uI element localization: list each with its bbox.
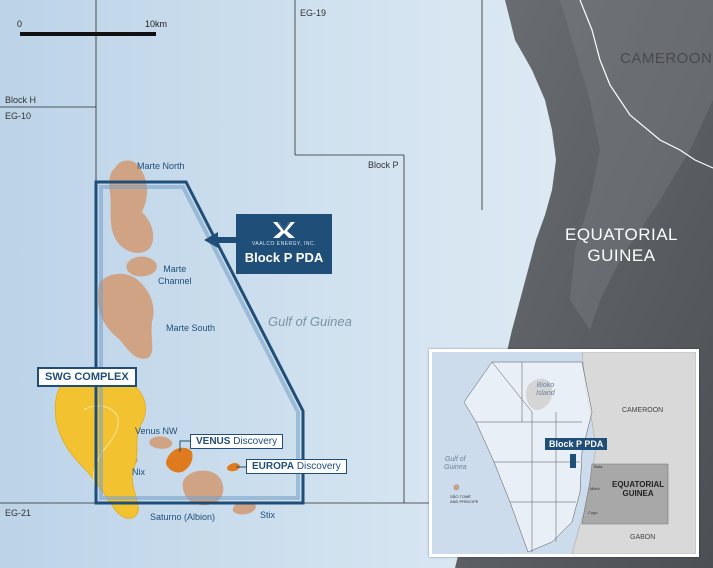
sea-label: Gulf of Guinea xyxy=(268,314,352,329)
field-label-saturno: Saturno (Albion) xyxy=(150,512,216,522)
europa-name: EUROPA xyxy=(252,461,295,472)
inset-eq-guinea-mainland xyxy=(581,463,669,525)
pda-company-name: VAALCO ENERGY, INC. xyxy=(251,241,317,247)
inset-label-gabon: GABON xyxy=(630,534,656,541)
country-label-equatorial-guinea: EQUATORIAL GUINEA xyxy=(565,225,679,265)
field-small-1 xyxy=(126,187,136,197)
block-label-eg19: EG-19 xyxy=(300,8,327,18)
discovery-europa xyxy=(226,463,240,472)
country-label-cameroon: CAMEROON xyxy=(620,50,713,67)
pda-title: Block P PDA xyxy=(244,250,324,265)
inset-map: Bioko Island CAMEROON Gulf of Guinea SÃO… xyxy=(429,349,699,557)
block-label-eg21: EG-21 xyxy=(5,508,32,518)
oil-fields xyxy=(98,160,256,515)
venus-suffix: Discovery xyxy=(230,436,278,447)
land-highlight xyxy=(560,0,713,330)
scale-bar xyxy=(20,32,156,36)
inset-label-sao-tome: SÃO TOMÉ AND PRÍNCIPE xyxy=(450,494,479,504)
inset-label-cameroon: CAMEROON xyxy=(622,407,664,414)
inset-pda-marker xyxy=(570,454,576,468)
europa-suffix: Discovery xyxy=(294,461,341,472)
field-stix xyxy=(232,501,256,515)
inset-sao-tome xyxy=(453,484,460,491)
discovery-venus xyxy=(166,447,193,473)
country-border xyxy=(579,0,713,169)
block-label-block-h: Block H xyxy=(5,95,37,105)
field-label-nix: Nix xyxy=(132,467,145,477)
inset-label-bioko: Bioko Island xyxy=(536,382,555,397)
field-label-venus-nw: Venus NW xyxy=(135,426,178,436)
inset-label-block-p-pda: Block P PDA xyxy=(545,438,608,450)
block-p-pda-outline-inner xyxy=(99,185,300,500)
venus-discovery-label: VENUS Discovery xyxy=(190,434,284,449)
inset-label-mbini: Mbini xyxy=(590,486,600,491)
callout-leaders xyxy=(179,440,246,468)
inset-label-gulf: Gulf of Guinea xyxy=(444,456,467,471)
inset-canvas xyxy=(432,352,696,554)
inset-label-bata: Bata xyxy=(594,464,603,469)
field-label-marte-channel: Marte Channel xyxy=(158,264,192,286)
block-p-pda-outline xyxy=(94,180,305,505)
block-label-eg10: EG-10 xyxy=(5,111,32,121)
europa-discovery-label: EUROPA Discovery xyxy=(246,459,347,474)
vaalco-logo-icon xyxy=(273,221,295,238)
block-p-pda-callout: VAALCO ENERGY, INC. Block P PDA xyxy=(236,214,332,274)
field-label-marte-south: Marte South xyxy=(166,323,216,333)
field-venus-nw xyxy=(149,436,173,449)
inset-label-cogo: Cogo xyxy=(588,510,598,515)
pda-arrow xyxy=(204,232,236,248)
field-marte-north xyxy=(109,160,154,253)
inset-label-eq-guinea: EQUATORIAL GUINEA xyxy=(612,480,665,498)
field-label-marte-north: Marte North xyxy=(137,161,185,171)
field-marte-channel xyxy=(126,256,157,277)
field-label-stix: Stix xyxy=(260,510,276,520)
inset-block-grid xyxy=(463,361,593,553)
swg-complex-label: SWG COMPLEX xyxy=(37,367,137,387)
scale-start-label: 0 xyxy=(17,19,23,29)
scale-end-label: 10km xyxy=(145,19,168,29)
block-label-block-p: Block P xyxy=(368,160,399,170)
venus-name: VENUS xyxy=(196,436,231,447)
field-marte-south xyxy=(98,273,154,359)
